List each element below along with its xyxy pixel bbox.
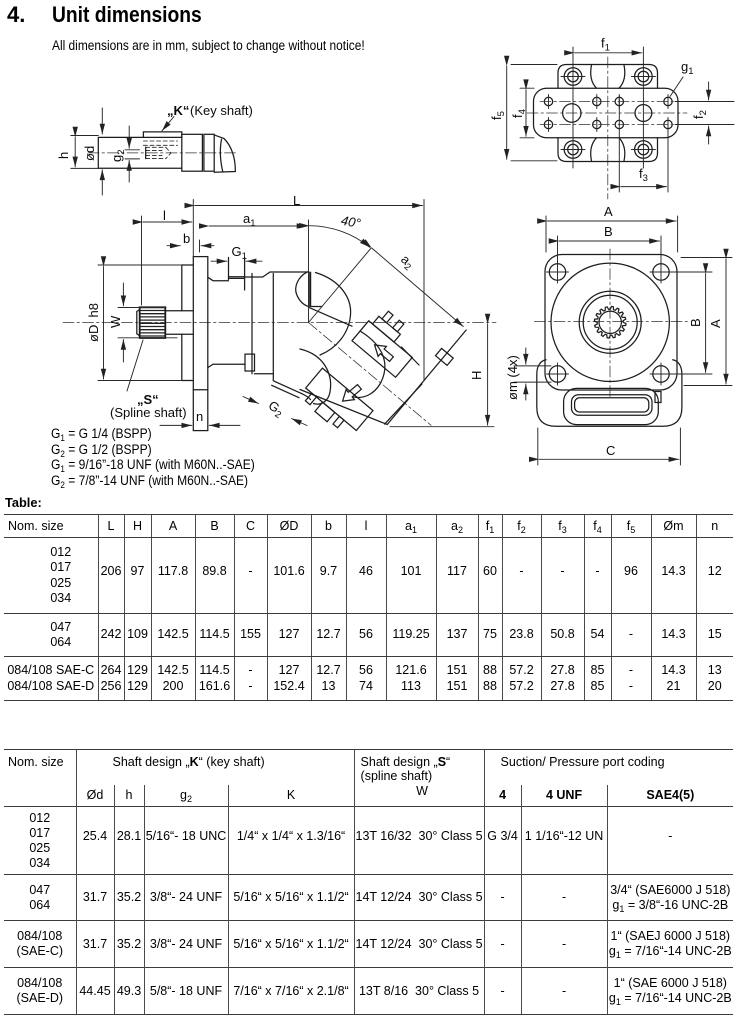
svg-text:f1: f1	[601, 36, 610, 54]
svg-text:„K“: „K“	[167, 103, 189, 118]
svg-text:l: l	[163, 208, 166, 223]
svg-text:A: A	[604, 204, 613, 219]
svg-text:n: n	[196, 409, 203, 424]
svg-text:C: C	[606, 443, 615, 458]
svg-text:(Key shaft): (Key shaft)	[190, 103, 253, 118]
svg-text:H: H	[469, 371, 484, 380]
svg-text:40°: 40°	[340, 213, 362, 231]
svg-text:g1: g1	[681, 59, 694, 77]
svg-text:øD h8: øD h8	[86, 303, 101, 342]
svg-text:h: h	[56, 152, 71, 159]
svg-text:f2: f2	[691, 110, 709, 119]
svg-text:f3: f3	[639, 166, 648, 184]
svg-text:øm (4x): øm (4x)	[505, 355, 520, 400]
svg-text:(Spline shaft): (Spline shaft)	[110, 405, 187, 420]
svg-text:B: B	[688, 318, 703, 327]
svg-text:„S“: „S“	[137, 392, 159, 407]
svg-text:a2: a2	[396, 251, 417, 273]
svg-text:G1: G1	[232, 244, 247, 262]
svg-text:b: b	[183, 231, 190, 246]
svg-text:g2: g2	[109, 149, 127, 162]
svg-text:W: W	[108, 315, 123, 328]
svg-text:G2: G2	[264, 398, 287, 421]
svg-text:A: A	[708, 319, 723, 328]
svg-text:B: B	[604, 224, 613, 239]
svg-text:ød: ød	[82, 146, 97, 161]
svg-text:f4: f4	[510, 109, 528, 118]
svg-text:L: L	[293, 193, 300, 208]
svg-text:f5: f5	[489, 111, 507, 120]
